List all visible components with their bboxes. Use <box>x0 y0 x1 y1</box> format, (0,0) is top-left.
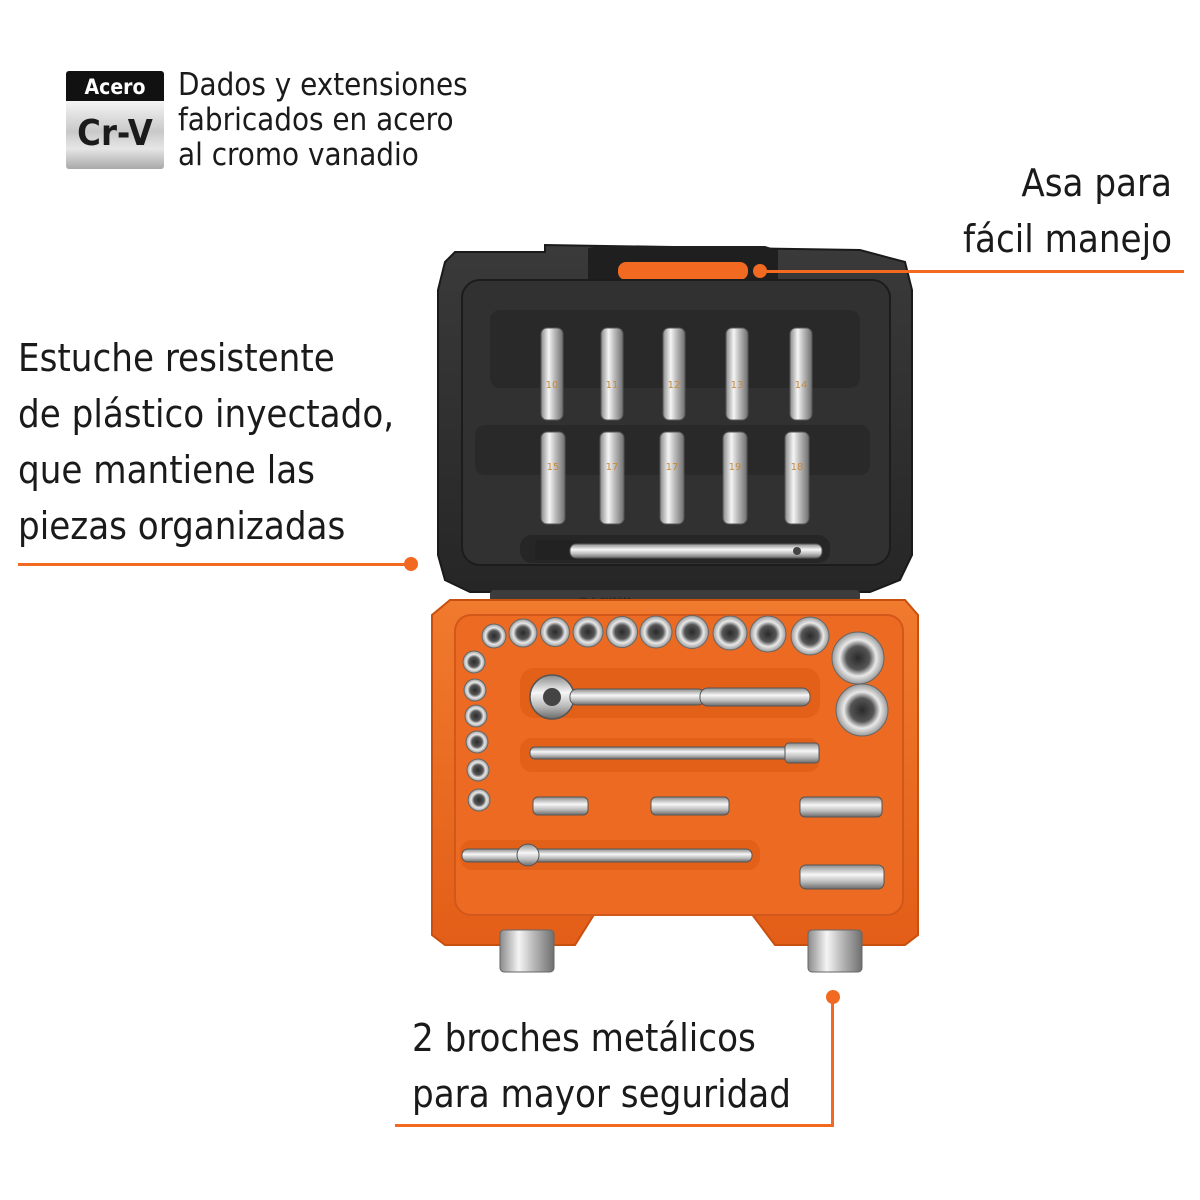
callout-case: Estuche resistente de plástico inyectado… <box>18 330 394 554</box>
callout-clips-leader-horizontal <box>395 1124 834 1127</box>
long-sockets-top-row <box>540 327 813 421</box>
socket-size-label: 11 <box>606 380 619 391</box>
ratchet <box>529 674 811 720</box>
badge-description-line: fabricados en acero <box>178 102 454 138</box>
callout-case-line: que mantiene las <box>18 448 315 492</box>
callout-clips-line: para mayor seguridad <box>412 1072 791 1116</box>
badge-description-line: al cromo vanadio <box>178 137 419 173</box>
callout-handle-line: fácil manejo <box>963 217 1172 261</box>
socket-size-label: 18 <box>791 462 804 473</box>
socket-size-label: 19 <box>729 462 742 473</box>
handle-grip <box>618 262 748 280</box>
callout-case-line: piezas organizadas <box>18 504 346 548</box>
callout-handle-line: Asa para <box>1021 161 1172 205</box>
socket-size-label: 15 <box>547 462 560 473</box>
socket-size-label: 17 <box>666 462 679 473</box>
callout-handle: Asa para fácil manejo <box>963 155 1172 267</box>
socket-size-label: 10 <box>546 380 559 391</box>
callout-case-dot <box>404 557 418 571</box>
callout-case-leader <box>18 563 413 566</box>
metal-clips <box>499 929 863 973</box>
callout-clips-line: 2 broches metálicos <box>412 1016 756 1060</box>
callout-case-line: Estuche resistente <box>18 336 335 380</box>
extension-bar <box>529 742 820 764</box>
badge-description: Dados y extensiones fabricados en acero … <box>178 68 468 173</box>
badge-material-label: Cr-V <box>66 101 164 169</box>
socket-size-label: 12 <box>668 380 681 391</box>
sliding-t-bar <box>535 540 823 560</box>
breaker-bar <box>461 843 753 867</box>
spark-plug-socket <box>799 864 885 890</box>
callout-clips-leader-vertical <box>831 997 834 1127</box>
callout-handle-dot <box>753 264 767 278</box>
adapters <box>532 796 883 818</box>
socket-size-label: 14 <box>795 380 808 391</box>
badge-steel-label: Acero <box>66 71 164 101</box>
standard-sockets-top-row <box>481 615 889 737</box>
long-sockets-bottom-row <box>540 431 810 525</box>
socket-size-label: 13 <box>731 380 744 391</box>
callout-handle-leader <box>760 270 1184 273</box>
callout-case-line: de plástico inyectado, <box>18 392 395 436</box>
crv-badge: Acero Cr-V <box>66 71 164 169</box>
socket-size-label: 17 <box>606 462 619 473</box>
standard-sockets-left-column <box>462 650 491 812</box>
callout-clips: 2 broches metálicos para mayor seguridad <box>412 1010 791 1122</box>
badge-description-line: Dados y extensiones <box>178 67 468 103</box>
